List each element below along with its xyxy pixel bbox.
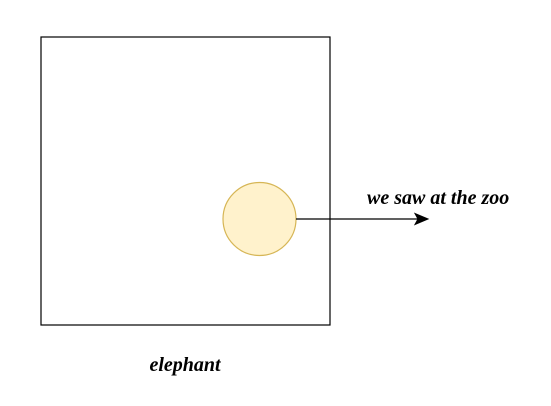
box-caption: elephant [149,354,222,376]
elephant-box [40,36,331,326]
highlight-circle [222,181,297,257]
arrow-head [413,212,430,226]
arrow-caption: we saw at the zoo [367,187,509,209]
